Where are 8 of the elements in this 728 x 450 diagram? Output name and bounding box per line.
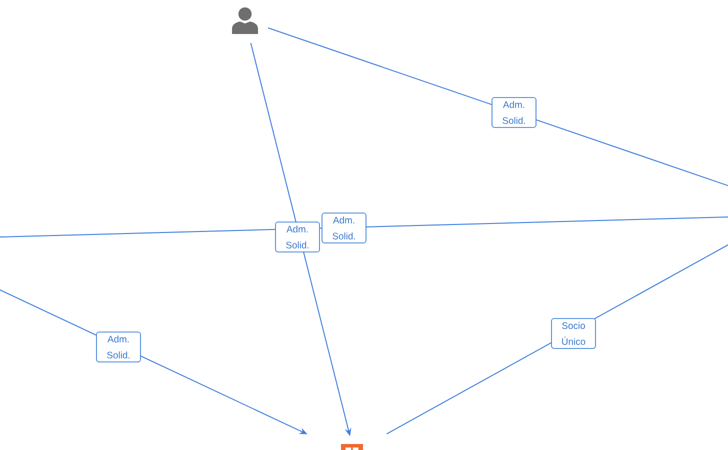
person-icon: [232, 7, 258, 34]
role-tag: Adm. Solid.: [322, 212, 366, 244]
edge-label: Adm. Solid.: [492, 97, 536, 128]
edge-label: Adm. Solid.: [96, 332, 141, 362]
connector-line: [268, 27, 728, 188]
edge-label: Socio Único: [551, 318, 596, 349]
edge-label: Adm. Solid.: [275, 222, 320, 252]
building-icon: [341, 444, 363, 450]
